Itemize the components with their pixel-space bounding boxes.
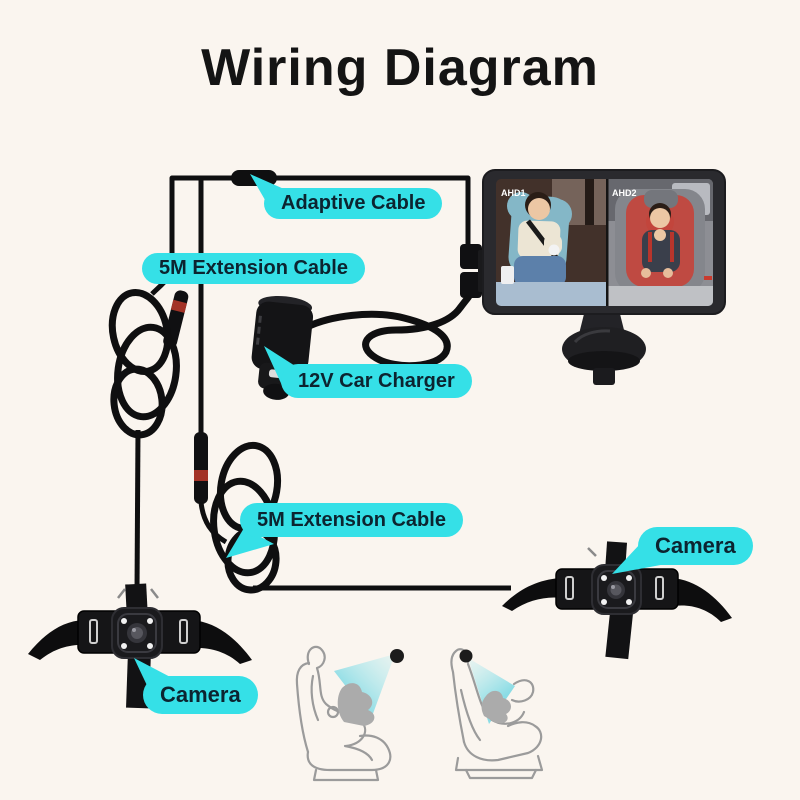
page-title: Wiring Diagram [201, 39, 599, 97]
baby-silhouette [481, 690, 512, 724]
camera-beam [334, 654, 395, 719]
label-extension-cable-top: 5M Extension Cable [142, 253, 365, 284]
label-camera-right: Camera [638, 527, 753, 565]
label-adaptive-cable: Adaptive Cable [264, 188, 443, 219]
channel-label-left: AHD1 [501, 188, 526, 198]
channel-label-right: AHD2 [612, 188, 637, 198]
extension-coil-top [108, 288, 180, 439]
label-tail [226, 528, 274, 558]
monitor-screen-left: AHD1 [496, 179, 607, 306]
monitor: AHD1 [482, 169, 726, 385]
extension-cable-top-line [108, 259, 189, 593]
charger-cable-line [305, 294, 473, 370]
label-tail [612, 544, 666, 574]
camera-beam [468, 658, 515, 724]
monitor-suction-mount [562, 310, 646, 385]
camera-dot-icon [390, 649, 404, 663]
cable-connector-red-band [194, 432, 208, 504]
baby-silhouette [337, 683, 375, 726]
car-charger-device [251, 295, 314, 400]
label-extension-cable-bottom: 5M Extension Cable [240, 503, 463, 537]
camera-right-device [502, 541, 732, 660]
seat-illustration-forward-facing [295, 645, 404, 782]
camera-left-device [28, 583, 252, 709]
label-camera-left: Camera [143, 676, 258, 714]
seat-illustration-rear-facing [450, 648, 544, 780]
label-car-charger: 12V Car Charger [281, 364, 472, 398]
camera-dot-icon [459, 649, 473, 663]
monitor-screen-right: AHD2 [607, 179, 713, 306]
